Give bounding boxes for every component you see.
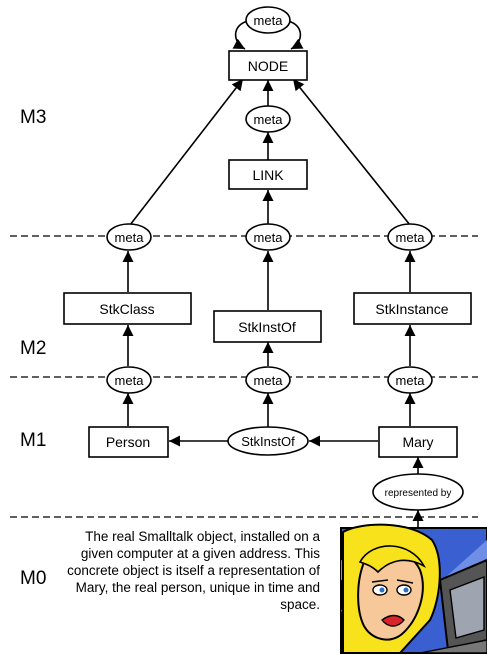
stkinstof-relation-ellipse <box>227 426 309 456</box>
link-label: LINK <box>252 167 284 183</box>
node-label: NODE <box>248 58 288 74</box>
link-box <box>228 159 308 190</box>
meta-ellipse-stkclass <box>106 223 152 251</box>
meta-ellipse-link <box>245 105 291 133</box>
meta-label-relation: meta <box>254 373 284 388</box>
meta-ellipse-relation <box>245 366 291 394</box>
edge-left-meta-to-node <box>129 78 244 226</box>
meta-label-stkclass: meta <box>115 230 145 245</box>
stkinstance-box <box>353 292 472 325</box>
meta-label-mary: meta <box>396 373 426 388</box>
level-label-m0: M0 <box>20 568 46 589</box>
person-box <box>88 426 169 458</box>
stkinstance-label: StkInstance <box>375 301 448 317</box>
m0-description: The real Smalltalk object, installed on … <box>67 529 320 612</box>
person-label: Person <box>106 434 150 450</box>
stkclass-label: StkClass <box>99 301 154 317</box>
mary-box <box>378 426 458 458</box>
level-label-m2: M2 <box>20 338 46 359</box>
node-box <box>228 50 308 81</box>
meta-label-top: meta <box>254 13 284 28</box>
edge-meta-self-loop-left <box>232 20 249 50</box>
meta-label-stkinstance: meta <box>396 230 426 245</box>
edge-meta-self-loop-right <box>287 20 304 50</box>
stkclass-box <box>63 292 192 325</box>
edge-right-meta-to-node <box>292 78 411 226</box>
meta-label-person: meta <box>115 373 145 388</box>
meta-ellipse-stkinstance <box>387 223 433 251</box>
level-label-m3: M3 <box>20 107 46 128</box>
meta-ellipse-top <box>245 6 291 34</box>
meta-ellipse-stkinstof <box>245 223 291 251</box>
stkinstof-label: StkInstOf <box>238 319 296 335</box>
stkinstof-relation-label: StkInstOf <box>241 434 295 449</box>
meta-label-link: meta <box>254 112 284 127</box>
stkinstof-box <box>213 310 322 343</box>
represented-by-ellipse <box>372 473 464 511</box>
level-label-m1: M1 <box>20 430 46 451</box>
meta-ellipse-person <box>106 366 152 394</box>
comic-illustration <box>340 523 487 654</box>
represented-by-label: represented by <box>385 488 452 499</box>
mary-label: Mary <box>402 434 433 450</box>
meta-ellipse-mary <box>387 366 433 394</box>
meta-label-stkinstof: meta <box>254 230 284 245</box>
